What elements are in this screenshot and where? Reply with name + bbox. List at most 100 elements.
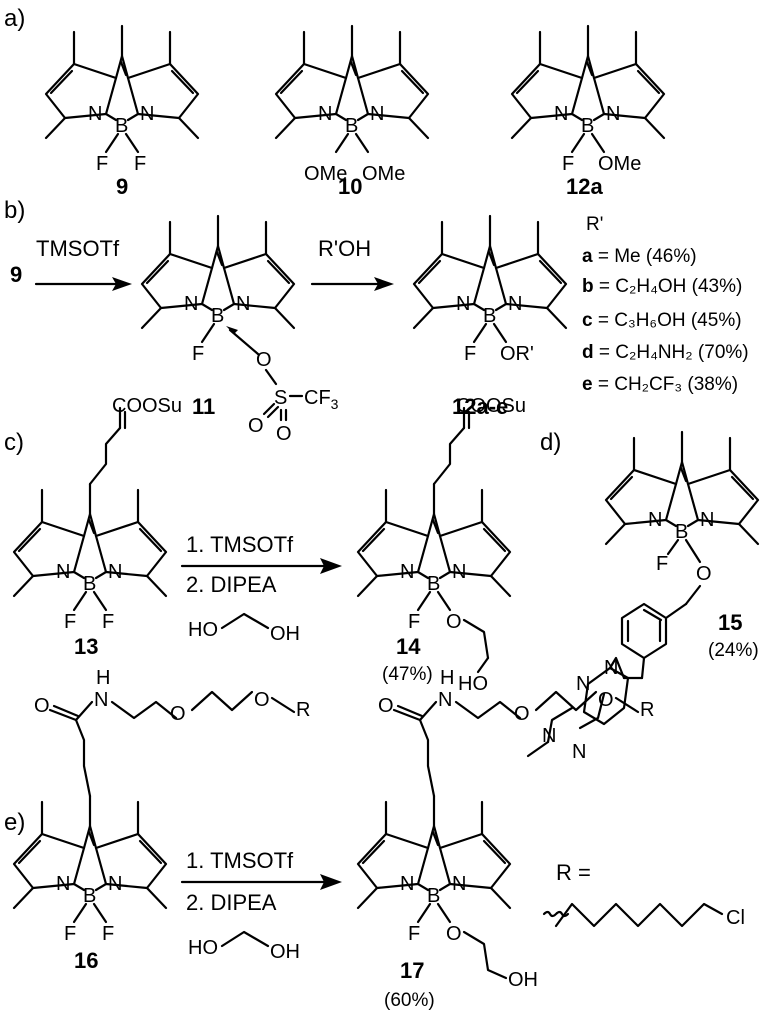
atom-o: O bbox=[34, 695, 50, 717]
reagent-c2: 2. DIPEA bbox=[186, 572, 277, 597]
panel-label-a: a) bbox=[4, 5, 25, 32]
panel-label-c: c) bbox=[4, 429, 24, 456]
reagent-roh: R'OH bbox=[318, 236, 371, 261]
atom-b: B bbox=[675, 521, 688, 543]
atom-n-right: N bbox=[452, 873, 466, 895]
atom-f: F bbox=[408, 923, 420, 945]
atom-o-2: O bbox=[170, 703, 186, 725]
atom-n-left: N bbox=[456, 293, 470, 315]
tetrazine-ring: N N N N bbox=[526, 656, 630, 763]
svg-text:N: N bbox=[604, 657, 618, 679]
compound-label-14: 14 bbox=[396, 634, 421, 659]
ethylene-glycol-c: HO OH bbox=[188, 612, 300, 645]
atom-b: B bbox=[83, 573, 96, 595]
compound-label-9: 9 bbox=[116, 174, 128, 199]
atom-ome-right: OMe bbox=[362, 163, 405, 185]
substituent-header: R' bbox=[586, 214, 603, 235]
atom-n-left: N bbox=[184, 293, 198, 315]
atom-o-3: O bbox=[254, 689, 270, 711]
atom-f: F bbox=[656, 553, 668, 575]
arrow-b1-head bbox=[112, 277, 132, 291]
reagent-e2: 2. DIPEA bbox=[186, 890, 277, 915]
atom-o: O bbox=[446, 611, 462, 633]
compound-label-13: 13 bbox=[74, 634, 98, 659]
atom-coosu: COOSu bbox=[112, 395, 182, 417]
reagent-c1: 1. TMSOTf bbox=[186, 532, 294, 557]
atom-n-left: N bbox=[554, 103, 568, 125]
atom-f-right: F bbox=[134, 153, 146, 175]
molecule-12a-e: N N B F OR' bbox=[412, 214, 568, 365]
molecule-13: COOSu N N B F F bbox=[12, 395, 182, 633]
atom-n-left: N bbox=[56, 873, 70, 895]
panel-label-e: e) bbox=[4, 809, 25, 836]
atom-s: S bbox=[274, 387, 287, 409]
atom-n: N bbox=[438, 689, 452, 711]
substituent-row-b: b = C₂H₄OH (43%) bbox=[582, 276, 742, 297]
atom-o-3: O bbox=[276, 423, 292, 445]
atom-n-left: N bbox=[318, 103, 332, 125]
yield-15: (24%) bbox=[708, 640, 759, 661]
yield-17: (60%) bbox=[384, 990, 435, 1011]
compound-ref-9: 9 bbox=[10, 262, 22, 287]
atom-r: R bbox=[296, 699, 310, 721]
molecule-17: O N H O O R N N B F O OH bbox=[356, 667, 654, 991]
atom-o-2: O bbox=[248, 415, 264, 437]
compound-label-17: 17 bbox=[400, 958, 424, 983]
atom-b: B bbox=[427, 885, 440, 907]
substituent-row-d: d = C₂H₄NH₂ (70%) bbox=[582, 342, 749, 363]
svg-text:N: N bbox=[576, 673, 590, 695]
atom-f-left: F bbox=[64, 923, 76, 945]
atom-o-4: O bbox=[446, 923, 462, 945]
compound-label-15: 15 bbox=[718, 610, 742, 635]
atom-n-right: N bbox=[108, 561, 122, 583]
substituent-row-e: e = CH₂CF₃ (38%) bbox=[582, 374, 738, 395]
substituent-row-a: a = Me (46%) bbox=[582, 246, 697, 267]
atom-n-left: N bbox=[400, 561, 414, 583]
atom-o-2: O bbox=[514, 703, 530, 725]
atom-b: B bbox=[115, 115, 128, 137]
atom-b: B bbox=[345, 115, 358, 137]
atom-n-left: N bbox=[648, 509, 662, 531]
atom-h: H bbox=[96, 667, 110, 689]
svg-text:HO: HO bbox=[188, 937, 218, 959]
svg-text:N: N bbox=[572, 741, 586, 763]
arrow-e-head bbox=[320, 874, 342, 890]
atom-oh: HO bbox=[458, 673, 488, 695]
atom-cl: Cl bbox=[726, 907, 745, 929]
atom-n-right: N bbox=[700, 509, 714, 531]
reagent-tmsotf: TMSOTf bbox=[36, 236, 120, 261]
atom-n-right: N bbox=[140, 103, 154, 125]
atom-ome: OMe bbox=[598, 153, 641, 175]
svg-text:HO: HO bbox=[188, 619, 218, 641]
atom-b: B bbox=[581, 115, 594, 137]
atom-n-right: N bbox=[606, 103, 620, 125]
atom-n-left: N bbox=[56, 561, 70, 583]
atom-or: OR' bbox=[500, 343, 534, 365]
atom-n-left: N bbox=[88, 103, 102, 125]
molecule-9: N N B F F bbox=[44, 24, 200, 175]
atom-h: H bbox=[440, 667, 454, 689]
atom-o: O bbox=[696, 563, 712, 585]
compound-label-12a: 12a bbox=[566, 174, 603, 199]
atom-ome-left: OMe bbox=[304, 163, 347, 185]
arrow-b2-head bbox=[374, 277, 394, 291]
r-group-definition: R = Cl bbox=[542, 860, 745, 929]
atom-f: F bbox=[562, 153, 574, 175]
atom-n-right: N bbox=[236, 293, 250, 315]
atom-f-right: F bbox=[102, 923, 114, 945]
molecule-16: O N H O O R N N B F F bbox=[12, 667, 310, 945]
atom-b: B bbox=[83, 885, 96, 907]
atom-oh: OH bbox=[508, 969, 538, 991]
arrow-c-head bbox=[320, 558, 342, 574]
compound-label-16: 16 bbox=[74, 948, 98, 973]
substituent-table: R' a = Me (46%) b = C₂H₄OH (43%) c = C₃H… bbox=[582, 214, 749, 395]
substituent-row-c: c = C₃H₆OH (45%) bbox=[582, 310, 742, 331]
atom-o-3: O bbox=[598, 689, 614, 711]
molecule-15: N N B F O bbox=[604, 430, 760, 680]
atom-f: F bbox=[192, 343, 204, 365]
atom-coosu: COOSu bbox=[456, 395, 526, 417]
ethylene-glycol-e: HO OH bbox=[188, 930, 300, 963]
atom-f-left: F bbox=[64, 611, 76, 633]
r-equals: R = bbox=[556, 860, 591, 885]
